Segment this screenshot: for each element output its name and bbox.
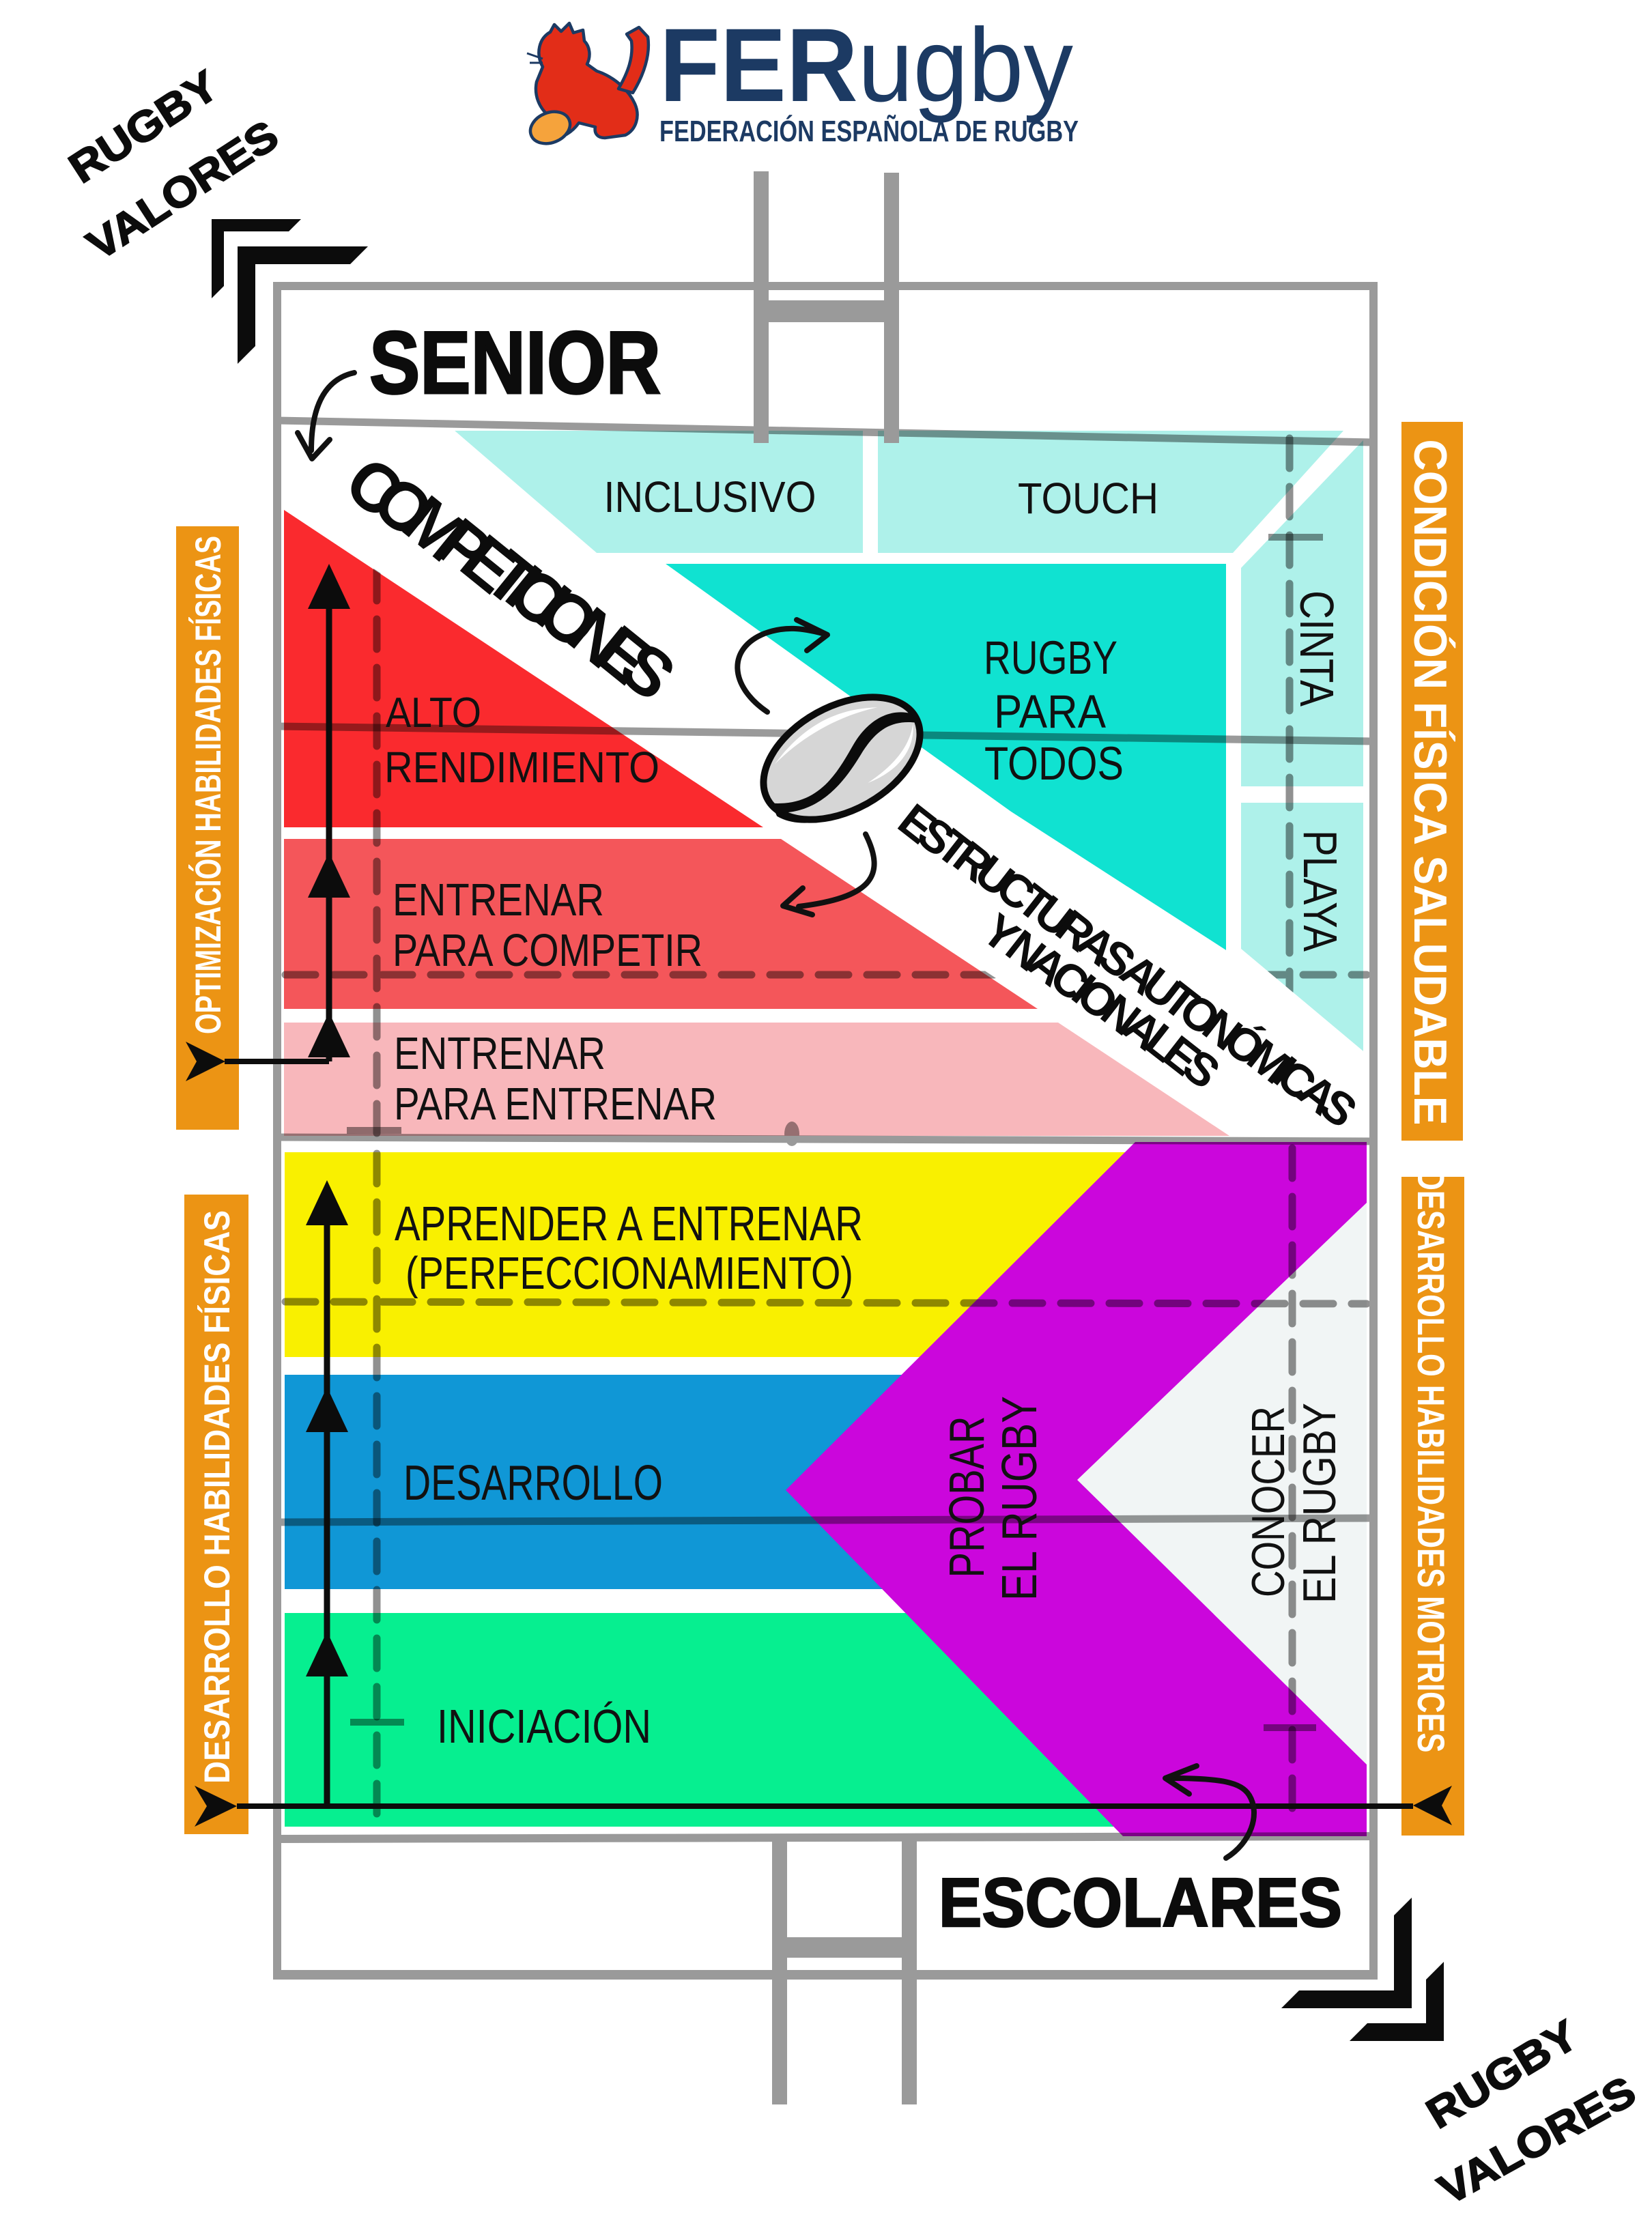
svg-text:ENTRENAR: ENTRENAR <box>393 874 604 926</box>
svg-text:FERugby: FERugby <box>659 7 1073 124</box>
svg-text:INCLUSIVO: INCLUSIVO <box>604 472 816 522</box>
svg-text:CINTA: CINTA <box>1290 590 1343 706</box>
svg-text:CONDICIÓN FÍSICA SALUDABLE: CONDICIÓN FÍSICA SALUDABLE <box>1404 440 1456 1126</box>
svg-text:PARA COMPETIR: PARA COMPETIR <box>393 925 702 976</box>
svg-text:OPTIMIZACIÓN HABILIDADES FÍSIC: OPTIMIZACIÓN HABILIDADES FÍSICAS <box>188 536 229 1034</box>
svg-text:(PERFECCIONAMIENTO): (PERFECCIONAMIENTO) <box>405 1248 853 1299</box>
svg-text:DESARROLLO HABILIDADES FÍSICAS: DESARROLLO HABILIDADES FÍSICAS <box>197 1210 238 1784</box>
svg-text:ALTO: ALTO <box>386 689 481 737</box>
svg-text:PARA: PARA <box>994 685 1106 738</box>
svg-text:INICIACIÓN: INICIACIÓN <box>437 1700 651 1753</box>
svg-text:DESARROLLO: DESARROLLO <box>403 1456 663 1511</box>
svg-text:RUGBY: RUGBY <box>984 631 1117 684</box>
svg-text:PLAYA: PLAYA <box>1294 830 1347 952</box>
svg-text:EL RUGBY: EL RUGBY <box>1294 1403 1345 1603</box>
svg-text:TODOS: TODOS <box>984 737 1124 790</box>
svg-text:SENIOR: SENIOR <box>369 313 661 412</box>
svg-text:PARA ENTRENAR: PARA ENTRENAR <box>394 1079 717 1130</box>
svg-text:FEDERACIÓN ESPAÑOLA DE RUGBY: FEDERACIÓN ESPAÑOLA DE RUGBY <box>659 114 1079 148</box>
svg-text:TOUCH: TOUCH <box>1018 474 1158 523</box>
svg-text:ESCOLARES: ESCOLARES <box>939 1865 1342 1941</box>
svg-text:EL RUGBY: EL RUGBY <box>993 1396 1047 1601</box>
svg-text:CONOCER: CONOCER <box>1242 1406 1294 1597</box>
svg-text:PROBAR: PROBAR <box>940 1416 995 1578</box>
svg-text:RENDIMIENTO: RENDIMIENTO <box>384 743 659 792</box>
svg-text:ENTRENAR: ENTRENAR <box>394 1028 606 1079</box>
svg-text:APRENDER A ENTRENAR: APRENDER A ENTRENAR <box>395 1197 863 1251</box>
svg-text:DESARROLLO HABILIDADES MOTRICE: DESARROLLO HABILIDADES MOTRICES <box>1410 1169 1453 1753</box>
